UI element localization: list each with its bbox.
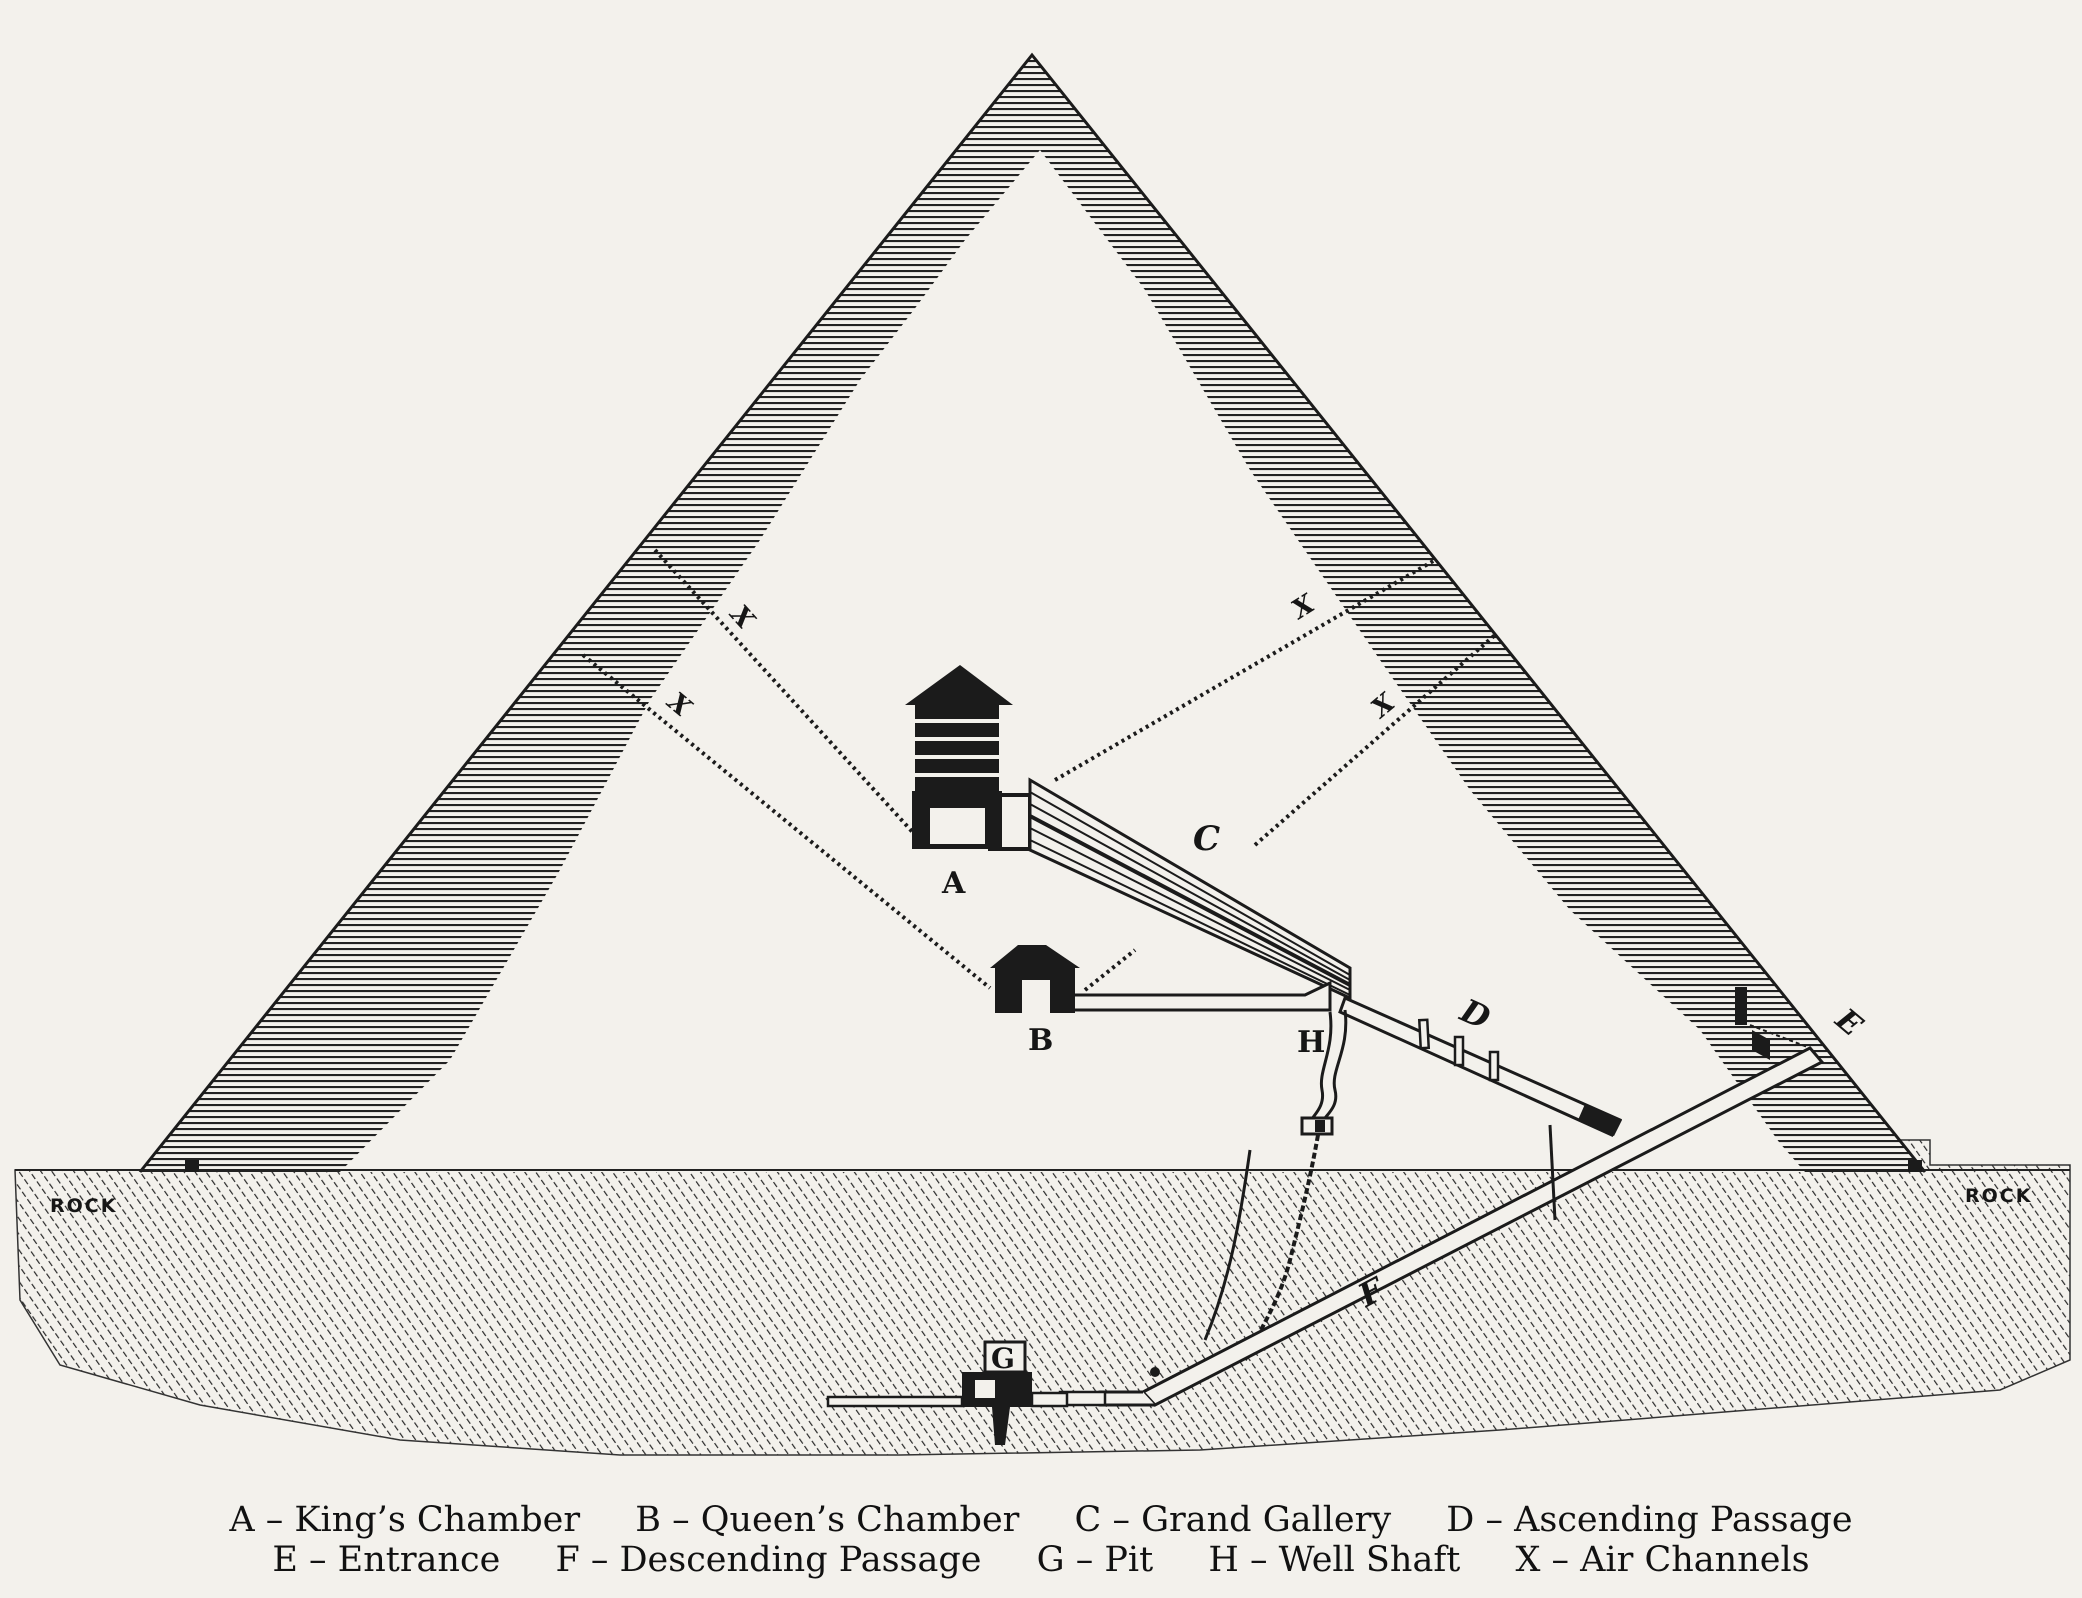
air-channel-kings-north bbox=[653, 548, 920, 840]
label-G: G bbox=[991, 1342, 1015, 1375]
pyramid-body bbox=[15, 52, 2070, 1173]
legend-row-1: A – King’s Chamber B – Queen’s Chamber C… bbox=[0, 1500, 2082, 1540]
legend-entry-well-shaft: H – Well Shaft bbox=[1208, 1540, 1461, 1580]
air-channels bbox=[581, 548, 1497, 992]
label-rock-right: ROCK bbox=[1965, 1185, 2032, 1207]
ascending-passage bbox=[1338, 995, 1623, 1137]
legend-entry-ascending-passage: D – Ascending Passage bbox=[1446, 1500, 1853, 1540]
legend-entry-entrance: E – Entrance bbox=[272, 1540, 501, 1580]
legend-row-2: E – Entrance F – Descending Passage G – … bbox=[0, 1540, 2082, 1580]
label-H: H bbox=[1297, 1025, 1325, 1060]
legend-entry-queens-chamber: B – Queen’s Chamber bbox=[635, 1500, 1020, 1540]
label-B: B bbox=[1028, 1023, 1053, 1058]
kings-chamber bbox=[905, 665, 1032, 851]
pit bbox=[826, 1340, 1069, 1445]
inner-core bbox=[355, 150, 1800, 1172]
pyramid-outline bbox=[138, 52, 1927, 1173]
grand-gallery bbox=[1028, 777, 1352, 1001]
label-A: A bbox=[941, 866, 966, 901]
legend-entry-kings-chamber: A – King’s Chamber bbox=[229, 1500, 581, 1540]
legend-entry-grand-gallery: C – Grand Gallery bbox=[1074, 1500, 1392, 1540]
queens-chamber bbox=[990, 945, 1332, 1013]
well-shaft bbox=[1203, 1009, 1348, 1361]
legend-entry-descending-passage: F – Descending Passage bbox=[555, 1540, 982, 1580]
label-rock-left: ROCK bbox=[50, 1195, 117, 1217]
air-channel-kings-south bbox=[1053, 558, 1437, 782]
legend-entry-pit: G – Pit bbox=[1036, 1540, 1154, 1580]
legend: A – King’s Chamber B – Queen’s Chamber C… bbox=[0, 1500, 2082, 1580]
masonry-band bbox=[140, 55, 1925, 1172]
descending-passage bbox=[1058, 987, 1825, 1407]
label-C: C bbox=[1193, 819, 1220, 859]
legend-entry-air-channels: X – Air Channels bbox=[1515, 1540, 1810, 1580]
base-corner-blocks bbox=[185, 1160, 1922, 1172]
label-E: E bbox=[1828, 1001, 1870, 1044]
